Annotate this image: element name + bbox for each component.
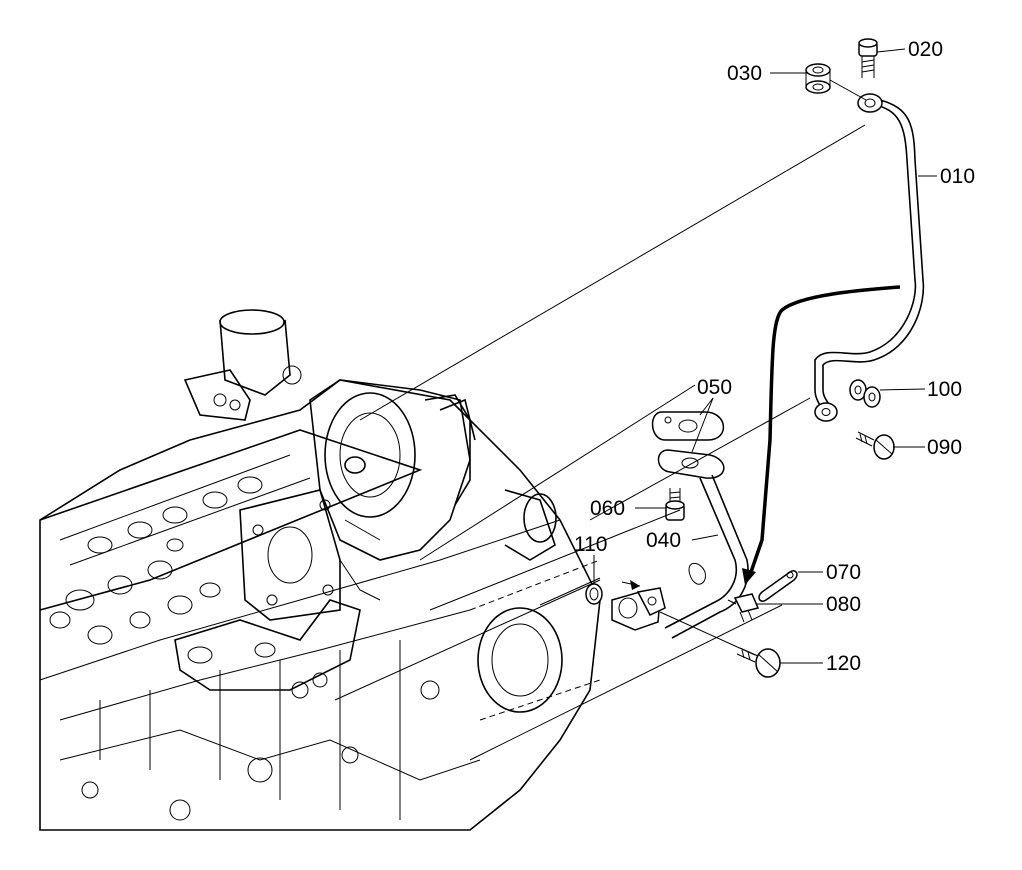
o-ring-110 — [585, 583, 603, 605]
label-100: 100 — [927, 378, 962, 401]
label-110: 110 — [574, 533, 607, 556]
bolt-120 — [736, 647, 781, 678]
label-070: 070 — [826, 561, 861, 584]
label-060: 060 — [590, 497, 625, 520]
washers-030 — [805, 63, 831, 94]
turbocharger — [174, 379, 476, 691]
bolt-090 — [855, 431, 895, 460]
label-030: 030 — [727, 62, 762, 85]
engine-block — [39, 309, 601, 831]
part-labels: 010 020 030 040 050 060 070 080 090 100 … — [574, 38, 975, 675]
connector-080 — [727, 593, 760, 623]
clamp-070 — [758, 570, 798, 602]
oil-return-pipe-040 — [611, 411, 749, 639]
oil-return-line — [742, 285, 901, 585]
bolt-020 — [858, 38, 878, 78]
washers-100 — [849, 379, 881, 408]
bolt-060 — [665, 488, 685, 521]
label-090: 090 — [927, 436, 962, 459]
leader-lines — [334, 48, 937, 761]
label-050: 050 — [697, 376, 732, 399]
label-010: 010 — [940, 165, 975, 188]
oil-feed-pipe-010 — [814, 93, 925, 422]
label-040: 040 — [646, 529, 681, 552]
label-120: 120 — [826, 652, 861, 675]
label-020: 020 — [908, 38, 943, 61]
label-080: 080 — [826, 593, 861, 616]
